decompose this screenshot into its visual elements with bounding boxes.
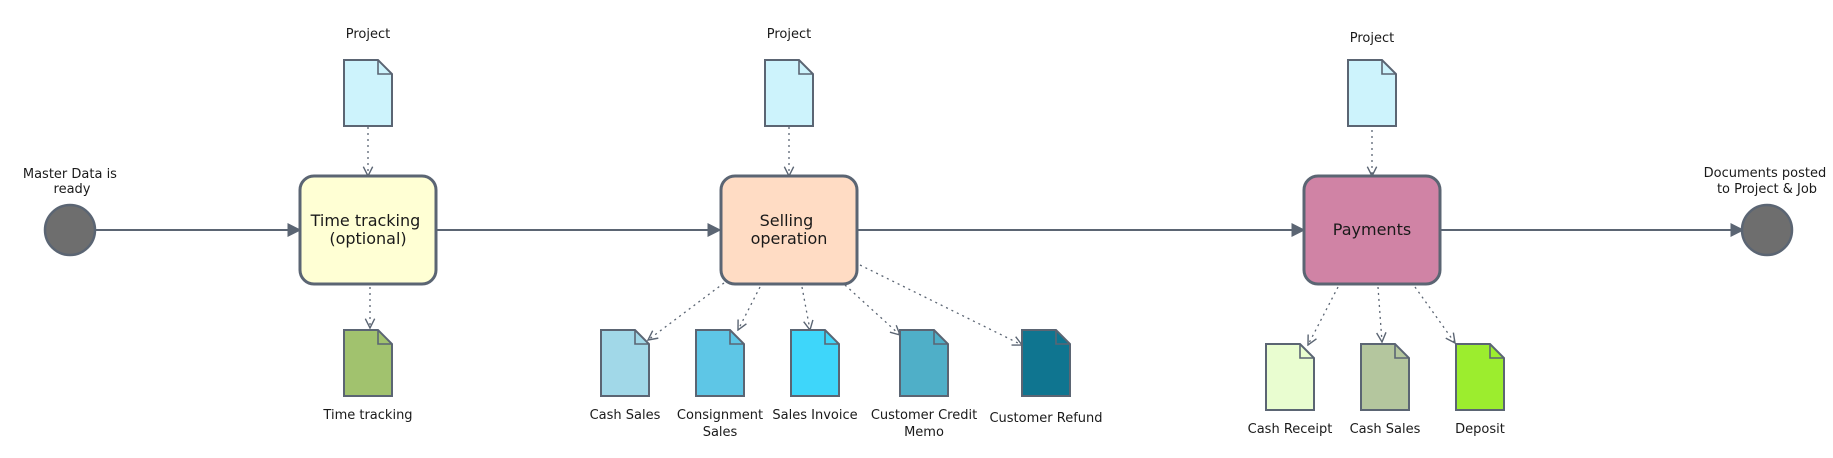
assoc-selling-to-sales-invoice bbox=[801, 286, 810, 330]
document-icon bbox=[343, 59, 393, 127]
task-selling-operation[interactable]: Selling operation bbox=[719, 174, 859, 286]
document-fold bbox=[824, 330, 839, 345]
document-label: Cash Sales bbox=[590, 408, 661, 423]
document-label: Cash Sales bbox=[1350, 422, 1421, 437]
task-time-tracking[interactable]: Time tracking (optional) bbox=[298, 174, 438, 286]
document-fold bbox=[1299, 344, 1314, 359]
document-label: Project bbox=[767, 27, 811, 42]
document-icon bbox=[1021, 329, 1071, 397]
document-fold bbox=[634, 330, 649, 345]
task-time-tracking-box bbox=[298, 174, 438, 286]
document-sales-invoice[interactable]: Sales Invoice bbox=[772, 329, 858, 423]
document-icon bbox=[764, 59, 814, 127]
document-icon bbox=[1360, 343, 1410, 411]
start-event-label: Master Data is ready bbox=[23, 167, 121, 197]
start-event[interactable]: Master Data is ready bbox=[23, 167, 121, 257]
document-cash-sales-2[interactable]: Cash Sales bbox=[1350, 343, 1421, 437]
end-event-circle bbox=[1740, 203, 1794, 257]
assoc-selling-to-consignment-sales bbox=[738, 286, 761, 330]
task-payments[interactable]: Payments bbox=[1302, 174, 1442, 286]
document-fold bbox=[729, 330, 744, 345]
assoc-payments-to-deposit bbox=[1414, 286, 1455, 343]
task-payments-label: Payments bbox=[1333, 220, 1411, 239]
document-icon bbox=[600, 329, 650, 397]
document-label: Sales Invoice bbox=[772, 408, 857, 423]
document-label: Deposit bbox=[1455, 422, 1505, 437]
document-fold bbox=[798, 60, 813, 75]
document-label: Project bbox=[346, 27, 390, 42]
document-label: Project bbox=[1350, 31, 1394, 46]
document-icon bbox=[1455, 343, 1505, 411]
document-project-3[interactable]: Project bbox=[1347, 31, 1397, 127]
start-event-circle bbox=[43, 203, 97, 257]
task-selling-operation-label: Selling operation bbox=[751, 211, 828, 248]
end-event[interactable]: Documents posted to Project & Job bbox=[1704, 166, 1831, 257]
document-project-2[interactable]: Project bbox=[764, 27, 814, 127]
document-icon bbox=[1347, 59, 1397, 127]
assoc-payments-to-cash-receipt bbox=[1308, 286, 1339, 345]
assoc-selling-to-cash-sales-1 bbox=[648, 282, 725, 340]
document-icon bbox=[695, 329, 745, 397]
document-customer-refund[interactable]: Customer Refund bbox=[989, 329, 1103, 426]
assoc-selling-to-customer-refund bbox=[859, 264, 1022, 345]
document-label: Customer Refund bbox=[989, 411, 1102, 426]
document-label: Time tracking bbox=[322, 408, 412, 423]
document-fold bbox=[933, 330, 948, 345]
document-cash-receipt[interactable]: Cash Receipt bbox=[1248, 343, 1333, 437]
assoc-selling-to-credit-memo bbox=[844, 284, 900, 335]
document-fold bbox=[377, 60, 392, 75]
task-time-tracking-label: Time tracking (optional) bbox=[310, 211, 426, 248]
document-icon bbox=[790, 329, 840, 397]
document-deposit[interactable]: Deposit bbox=[1455, 343, 1505, 437]
document-fold bbox=[1489, 344, 1504, 359]
document-project-1[interactable]: Project bbox=[343, 27, 393, 127]
assoc-payments-to-cash-sales-2 bbox=[1378, 286, 1382, 342]
document-time-tracking-doc[interactable]: Time tracking bbox=[322, 329, 413, 423]
document-fold bbox=[1055, 330, 1070, 345]
task-selling-operation-box bbox=[719, 174, 859, 286]
document-cash-sales-1[interactable]: Cash Sales bbox=[590, 329, 661, 423]
end-event-label: Documents posted to Project & Job bbox=[1704, 166, 1831, 197]
document-icon bbox=[343, 329, 393, 397]
document-fold bbox=[1381, 60, 1396, 75]
task-payments-box bbox=[1302, 174, 1442, 286]
document-fold bbox=[1394, 344, 1409, 359]
document-icon bbox=[1265, 343, 1315, 411]
document-label: Cash Receipt bbox=[1248, 422, 1333, 437]
document-icon bbox=[899, 329, 949, 397]
document-fold bbox=[377, 330, 392, 345]
